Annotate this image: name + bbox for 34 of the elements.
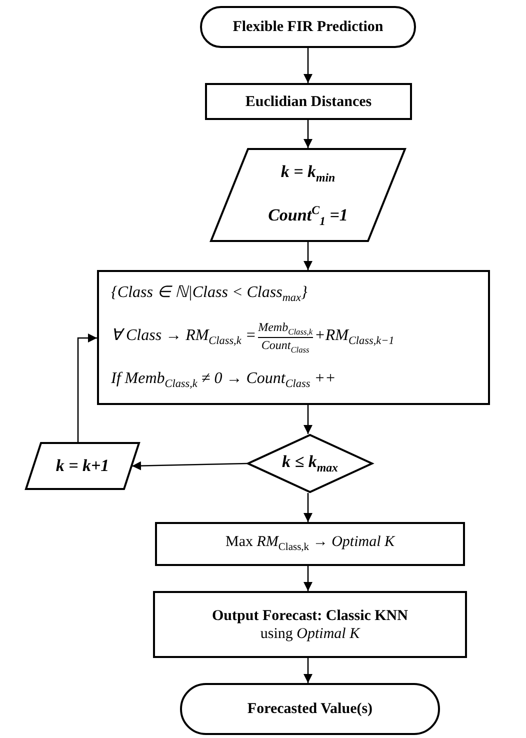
input-parallelogram	[25, 442, 140, 490]
arrow	[304, 242, 312, 270]
arrow	[304, 493, 312, 522]
node-text: Output Forecast: Classic KNN	[212, 606, 408, 624]
arrow	[304, 120, 312, 148]
arrow	[132, 461, 248, 470]
arrow	[304, 658, 312, 683]
node-text: If Memb$_{Class,k}$ ≠ 0 → Count$_{Class}$ ++	[111, 369, 336, 392]
node-text: ∀ Class → RM$_{Class,k}$ =	[111, 326, 256, 349]
node-text: Forecasted Value(s)	[247, 700, 373, 718]
end-terminal	[180, 683, 440, 735]
arrow	[304, 566, 312, 591]
process-box	[155, 522, 465, 566]
node-text: Max RM$_{Class,k}$ → Optimal K	[226, 533, 394, 555]
node-text: Euclidian Distances	[245, 92, 372, 110]
arrow	[304, 405, 312, 434]
node-text: k = k+1	[56, 456, 110, 476]
node-text: Flexible FIR Prediction	[232, 18, 384, 36]
node-text: k ≤ k$_{max}$	[282, 452, 338, 475]
node-text: k = k$_{min}$	[280, 162, 336, 185]
node-text: using Optimal K	[260, 624, 360, 642]
process-box	[97, 270, 490, 405]
node-text: Count$^{C}$$_{1}$ =1	[268, 202, 348, 228]
arrow	[77, 334, 97, 442]
node-text: Count$_{Class}$	[261, 338, 310, 356]
start-terminal	[200, 6, 416, 48]
process-box	[153, 591, 467, 658]
process-box	[205, 83, 412, 120]
decision-diamond	[247, 434, 373, 493]
arrow	[304, 48, 312, 83]
node-text: {Class ∈ ℕ|Class < Class$_{max}$}	[111, 282, 308, 306]
input-parallelogram	[210, 148, 406, 242]
node-text: +RM$_{Class,k−1}$	[314, 326, 394, 349]
node-text: Memb$_{Class,k}$	[258, 320, 313, 337]
